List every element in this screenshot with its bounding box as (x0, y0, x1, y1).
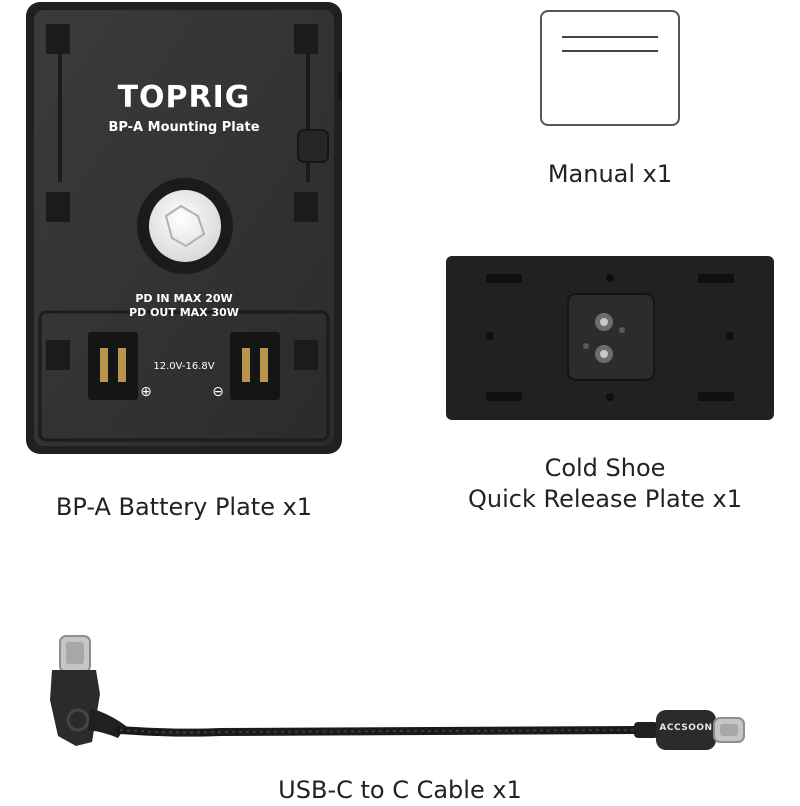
cold-shoe-caption-line2: Quick Release Plate x1 (467, 485, 743, 513)
cold-shoe-plate-image (446, 256, 774, 420)
plus-icon: ⊕ (140, 384, 152, 400)
plate-voltage-label: 12.0V-16.8V (153, 361, 215, 372)
cable-brand-logo: ACCSOON (659, 723, 713, 733)
cable-caption: USB-C to C Cable x1 (278, 776, 522, 804)
plate-model-label: BP-A Mounting Plate (108, 120, 260, 135)
knob (149, 190, 221, 262)
plate-pd-out-label: PD OUT MAX 30W (129, 306, 239, 319)
manual-line (562, 36, 658, 38)
battery-plate-graphic (26, 2, 342, 454)
minus-icon: ⊖ (212, 384, 224, 400)
manual-image (540, 10, 680, 126)
plate-pd-in-label: PD IN MAX 20W (135, 292, 233, 305)
cold-shoe-plate-graphic (446, 256, 774, 420)
usb-c-cable-graphic (50, 635, 745, 750)
plate-brand-logo: TOPRIG (117, 80, 251, 115)
manual-caption: Manual x1 (547, 160, 673, 188)
usb-c-cable-image: ACCSOON (40, 630, 780, 760)
battery-plate-image: TOPRIG BP-A Mounting Plate PD IN MAX 20W… (26, 2, 342, 454)
manual-line (562, 50, 658, 52)
battery-plate-caption: BP-A Battery Plate x1 (55, 493, 313, 521)
side-button (297, 129, 329, 163)
cold-shoe-caption-line1: Cold Shoe (544, 454, 666, 482)
